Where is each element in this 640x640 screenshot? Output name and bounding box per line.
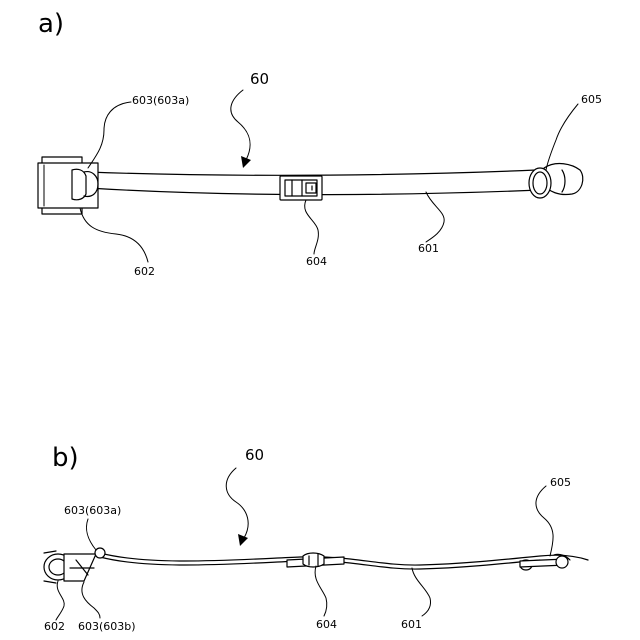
panel-b-leader-603b bbox=[82, 582, 100, 618]
panel-b-leader-602 bbox=[56, 581, 64, 620]
panel-b-connector-602 bbox=[44, 548, 105, 583]
panel-a-ref-60-arrowhead bbox=[241, 156, 251, 168]
panel-b-buckle-604 bbox=[287, 553, 344, 567]
panel-a-label: a) bbox=[38, 9, 64, 39]
panel-a-leader-604 bbox=[305, 200, 319, 254]
panel-a-ref-602: 602 bbox=[134, 265, 155, 278]
panel-b-ref-602: 602 bbox=[44, 620, 65, 633]
panel-a-leader-601 bbox=[426, 192, 444, 242]
panel-b-ref-603a: 603(603a) bbox=[64, 504, 121, 517]
panel-a-ref-60: 60 bbox=[250, 70, 269, 88]
panel-a-leader-603a bbox=[88, 102, 131, 168]
panel-b-leader-604 bbox=[315, 566, 327, 616]
panel-a-ring-605 bbox=[529, 164, 583, 198]
panel-a-ref-60-arrow bbox=[231, 90, 250, 160]
panel-b-ref-604: 604 bbox=[316, 618, 337, 631]
panel-b-label: b) bbox=[52, 443, 79, 473]
panel-a-ref-603a: 603(603a) bbox=[132, 94, 189, 107]
panel-b-ref-601: 601 bbox=[401, 618, 422, 631]
panel-b-leader-601 bbox=[412, 568, 431, 616]
panel-b-ref-60: 60 bbox=[245, 446, 264, 464]
panel-a-connector-602 bbox=[38, 157, 98, 214]
panel-a-buckle-604 bbox=[280, 176, 322, 200]
panel-b-leader-603a bbox=[86, 519, 96, 550]
panel-a-leader-605 bbox=[546, 104, 578, 170]
panel-b-ref-60-arrowhead bbox=[238, 534, 248, 546]
panel-a-ref-601: 601 bbox=[418, 242, 439, 255]
panel-b-leader-605 bbox=[536, 486, 553, 556]
panel-a: a) 60 bbox=[38, 9, 602, 278]
panel-b: b) 60 bbox=[44, 443, 588, 633]
panel-b-ref-603b: 603(603b) bbox=[78, 620, 136, 633]
panel-a-ref-604: 604 bbox=[306, 255, 327, 268]
panel-b-ref-605: 605 bbox=[550, 476, 571, 489]
panel-a-leader-602 bbox=[80, 208, 148, 262]
panel-b-ref-60-arrow bbox=[226, 468, 248, 538]
panel-a-ref-605: 605 bbox=[581, 93, 602, 106]
